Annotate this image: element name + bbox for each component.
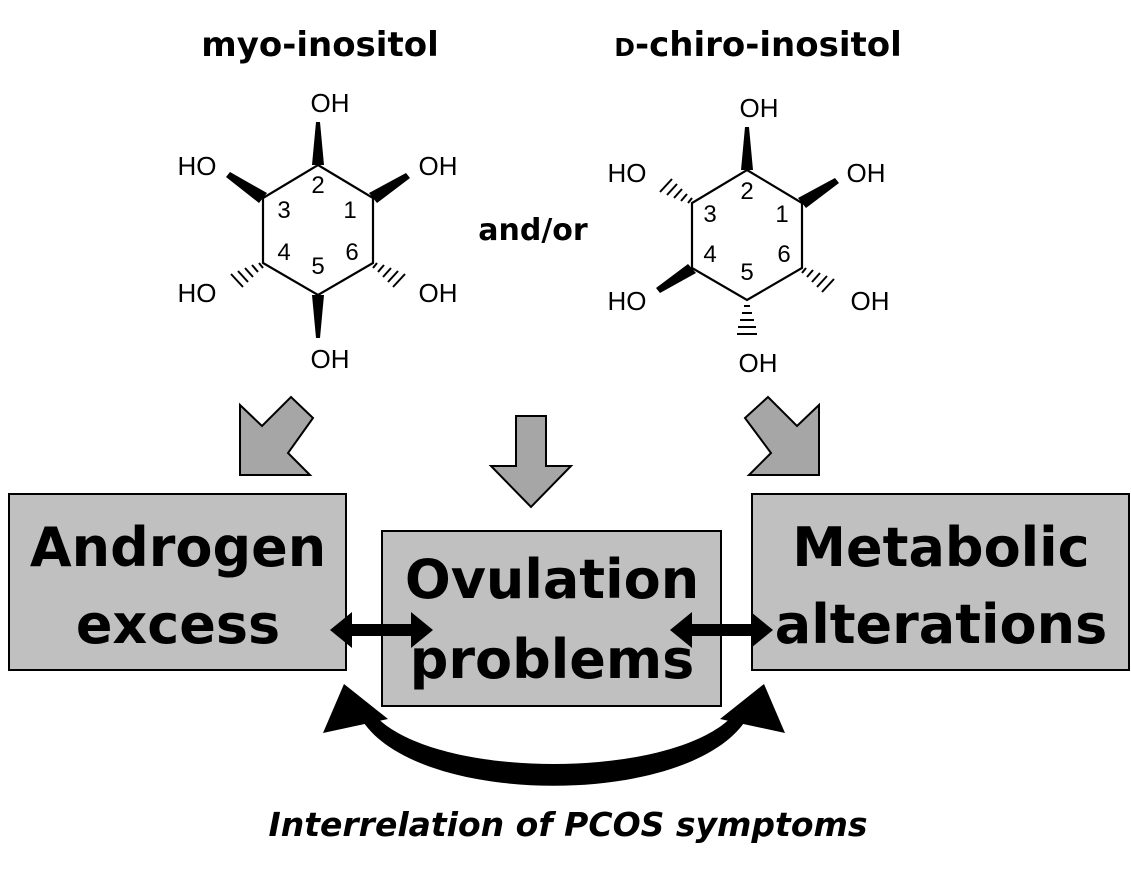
chiro-hash-c5 <box>737 305 757 335</box>
ovulation-problems-box <box>381 530 722 707</box>
chiro-num-6: 6 <box>777 241 790 268</box>
chiro-num-2: 2 <box>740 178 753 205</box>
chiro-hash-c6 <box>801 267 835 293</box>
metabolic-line2: alterations <box>775 593 1107 656</box>
chiro-ho-c4: HO <box>608 286 647 316</box>
arrow-to-metabolic <box>743 395 820 476</box>
interrelation-caption: Interrelation of PCOS symptoms <box>268 805 867 844</box>
d-chiro-inositol-title: D-chiro-inositol <box>614 25 902 65</box>
chiro-num-3: 3 <box>703 201 716 228</box>
curved-arrow-right-head <box>720 684 785 733</box>
myo-wedge-c5 <box>312 295 324 338</box>
d-chiro-inositol-structure: OH OH HO HO OH OH 1 2 3 4 5 6 <box>608 93 890 378</box>
ovulation-line2: problems <box>410 628 695 691</box>
chiro-hash-c3 <box>659 178 693 204</box>
double-arrow-ovulation-metabolic <box>670 612 773 648</box>
myo-oh-c1: OH <box>419 151 458 181</box>
myo-num-4: 4 <box>277 239 290 266</box>
d-prefix: D <box>614 33 635 62</box>
chiro-oh-c6: OH <box>851 286 890 316</box>
myo-oh-c6: OH <box>419 278 458 308</box>
myo-wedge-c1 <box>369 173 410 203</box>
myo-num-6: 6 <box>345 239 358 266</box>
chiro-num-4: 4 <box>703 241 716 268</box>
chiro-wedge-c4 <box>656 264 696 293</box>
chiro-num-1: 1 <box>775 201 788 228</box>
myo-oh-c5: OH <box>311 344 350 374</box>
androgen-excess-box <box>8 493 347 671</box>
chiro-oh-c5: OH <box>739 348 778 378</box>
chiro-ho-c3: HO <box>608 158 647 188</box>
arrow-to-androgen <box>239 395 315 476</box>
chiro-oh-c2: OH <box>740 93 779 123</box>
metabolic-line1: Metabolic <box>792 516 1089 579</box>
androgen-line1: Androgen <box>30 516 326 579</box>
myo-num-3: 3 <box>277 197 290 224</box>
myo-inositol-structure: OH OH HO HO OH OH 1 2 3 4 5 6 <box>178 88 458 374</box>
chiro-inositol-name: -chiro-inositol <box>635 25 902 65</box>
chiro-wedge-c1 <box>798 178 839 208</box>
chiro-oh-c1: OH <box>847 158 886 188</box>
androgen-line2: excess <box>76 593 280 656</box>
myo-num-1: 1 <box>343 197 356 224</box>
curved-arrow-left-head <box>323 684 388 733</box>
myo-hash-c4 <box>230 262 264 288</box>
myo-inositol-title: myo-inositol <box>201 25 438 65</box>
myo-oh-c2: OH <box>311 88 350 118</box>
myo-num-5: 5 <box>311 253 324 280</box>
myo-ho-c4: HO <box>178 278 217 308</box>
myo-hash-c6 <box>372 262 406 288</box>
double-arrow-androgen-ovulation <box>330 612 433 648</box>
arrow-to-ovulation <box>488 415 574 509</box>
curved-interrelation-arrow <box>323 684 785 786</box>
ovulation-line1: Ovulation <box>405 548 699 611</box>
and-or-connector: and/or <box>478 213 588 248</box>
chiro-num-5: 5 <box>740 259 753 286</box>
myo-num-2: 2 <box>311 172 324 199</box>
myo-wedge-c2 <box>312 122 324 165</box>
metabolic-alterations-box <box>751 493 1130 671</box>
myo-ho-c3: HO <box>178 151 217 181</box>
chiro-wedge-c2 <box>741 127 753 170</box>
myo-wedge-c3 <box>226 172 267 203</box>
